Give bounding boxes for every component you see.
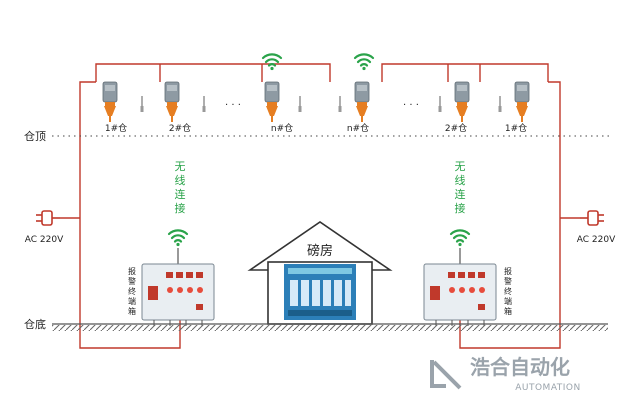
svg-text:无: 无: [175, 161, 186, 173]
svg-text:报: 报: [128, 266, 136, 276]
sensor-right-1: [514, 81, 530, 123]
probe-left-2: [201, 95, 207, 113]
probe-right-n: [337, 95, 343, 113]
silo-label-right-1: 1#仓: [505, 122, 527, 134]
floor-label: 仓底: [24, 317, 46, 331]
svg-text:连: 连: [455, 188, 466, 201]
sensor-left-1: [102, 81, 118, 123]
roof-label: 仓顶: [24, 129, 46, 143]
silo-label-right-2: 2#仓: [445, 122, 467, 134]
plug-icon: [580, 210, 604, 226]
ellipsis-right: · · ·: [403, 100, 419, 111]
probe-right-1: [497, 95, 503, 113]
sensor-right-n: [354, 81, 370, 123]
brand-logo: 浩合自动化 AUTOMATION: [430, 355, 581, 393]
weighroom: 磅房: [247, 221, 393, 325]
svg-text:报: 报: [504, 266, 512, 276]
ellipsis-left: · · ·: [225, 100, 241, 111]
alarm-box-left: 报 警 终 端 箱: [128, 229, 215, 326]
silo-label-right-n: n#仓: [347, 122, 369, 134]
svg-text:无: 无: [455, 161, 466, 173]
svg-text:箱: 箱: [128, 306, 136, 316]
wifi-icon: [261, 53, 283, 72]
silo-label-left-2: 2#仓: [169, 122, 191, 134]
brand-name: 浩合自动化: [470, 355, 570, 379]
svg-text:终: 终: [504, 286, 512, 296]
sensor-left-n: [264, 81, 280, 123]
brand-sub: AUTOMATION: [515, 383, 581, 393]
weighroom-label: 磅房: [307, 243, 333, 259]
probe-left-n: [297, 95, 303, 113]
svg-text:连: 连: [175, 188, 186, 201]
svg-text:端: 端: [128, 296, 136, 306]
alarm-box-right: 报 警 终 端 箱: [423, 229, 512, 326]
wifi-icon: [353, 53, 375, 72]
right-silo-group: · · · n#仓 2#仓 1#仓: [337, 53, 530, 134]
wiring: [60, 63, 580, 349]
power-label-right: AC 220V: [577, 235, 616, 245]
svg-text:接: 接: [455, 202, 466, 215]
wireless-label-right: 无 线 连 接: [455, 161, 466, 215]
svg-text:线: 线: [175, 173, 186, 187]
svg-text:警: 警: [128, 276, 136, 286]
svg-text:接: 接: [175, 202, 186, 215]
wifi-icon: [167, 229, 189, 248]
silo-label-left-1: 1#仓: [105, 122, 127, 134]
wifi-icon: [449, 229, 471, 248]
sensor-left-2: [164, 81, 180, 123]
svg-text:警: 警: [504, 276, 512, 286]
svg-text:线: 线: [455, 173, 466, 187]
probe-right-2: [437, 95, 443, 113]
plug-icon: [36, 210, 60, 226]
svg-text:终: 终: [128, 286, 136, 296]
svg-text:端: 端: [504, 296, 512, 306]
left-silo-group: · · · 1#仓 2#仓 n#仓: [102, 53, 303, 134]
wireless-label-left: 无 线 连 接: [175, 161, 186, 215]
floor-ground: [52, 323, 608, 331]
svg-text:箱: 箱: [504, 306, 512, 316]
silo-label-left-n: n#仓: [271, 122, 293, 134]
probe-left-1: [139, 95, 145, 113]
power-label-left: AC 220V: [25, 235, 64, 245]
sensor-right-2: [454, 81, 470, 123]
